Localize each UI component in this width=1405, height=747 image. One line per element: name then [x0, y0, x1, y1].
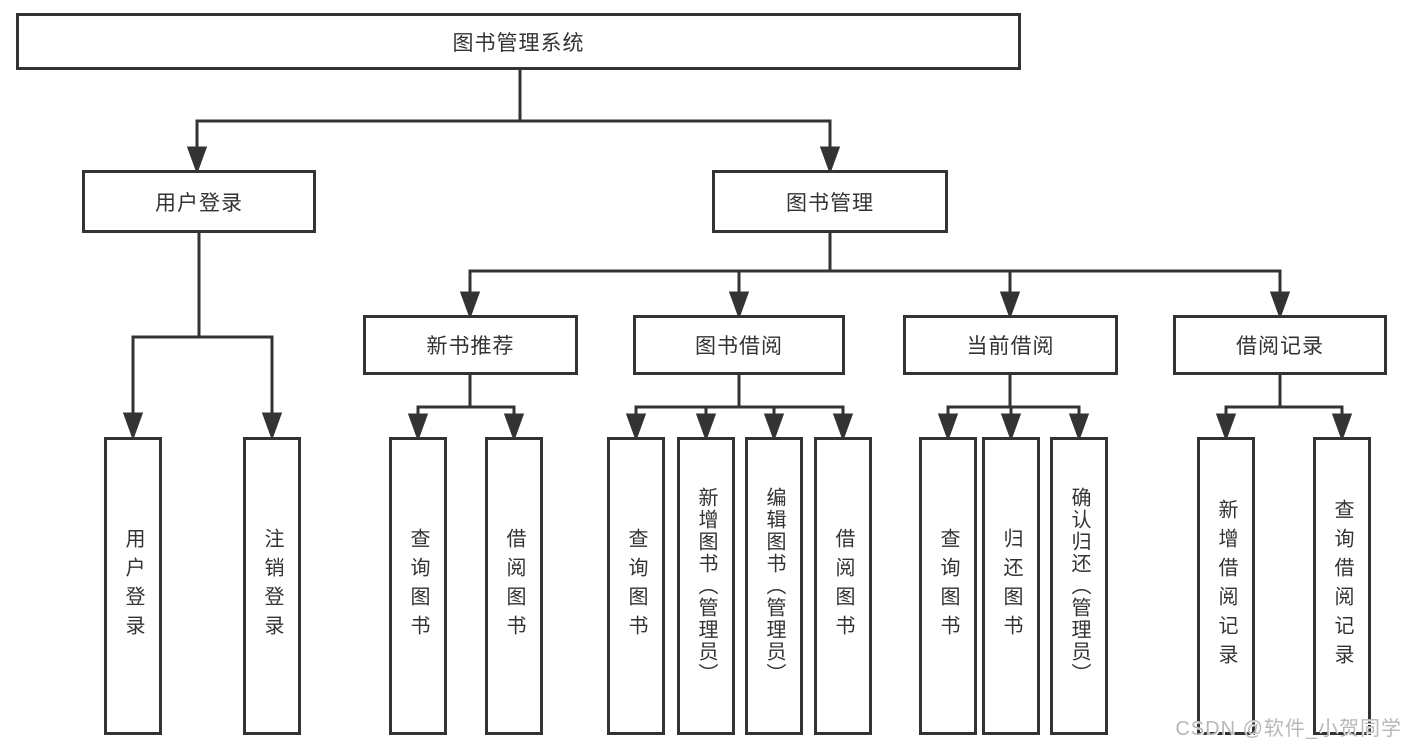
leaf-borrow-books: 借阅图书 — [814, 437, 872, 735]
leaf-query-books-borrow: 查询图书 — [607, 437, 665, 735]
leaf-query-books-current: 查询图书 — [919, 437, 977, 735]
node-new-book-recommend: 新书推荐 — [363, 315, 578, 375]
node-book-borrow: 图书借阅 — [633, 315, 845, 375]
leaf-add-book-admin: 新增图书（管理员） — [677, 437, 735, 735]
node-book-management-system: 图书管理系统 — [16, 13, 1021, 70]
leaf-user-login: 用户登录 — [104, 437, 162, 735]
node-book-management: 图书管理 — [712, 170, 948, 233]
leaf-return-book: 归还图书 — [982, 437, 1040, 735]
leaf-add-borrow-record: 新增借阅记录 — [1197, 437, 1255, 735]
csdn-watermark: CSDN @软件_小贺同学 — [1175, 718, 1402, 740]
node-current-borrow: 当前借阅 — [903, 315, 1118, 375]
leaf-query-borrow-record: 查询借阅记录 — [1313, 437, 1371, 735]
leaf-edit-book-admin: 编辑图书（管理员） — [745, 437, 803, 735]
leaf-logout: 注销登录 — [243, 437, 301, 735]
node-borrow-records: 借阅记录 — [1173, 315, 1387, 375]
node-user-login: 用户登录 — [82, 170, 316, 233]
leaf-query-books-recommend: 查询图书 — [389, 437, 447, 735]
leaf-confirm-return-admin: 确认归还（管理员） — [1050, 437, 1108, 735]
leaf-borrow-books-recommend: 借阅图书 — [485, 437, 543, 735]
